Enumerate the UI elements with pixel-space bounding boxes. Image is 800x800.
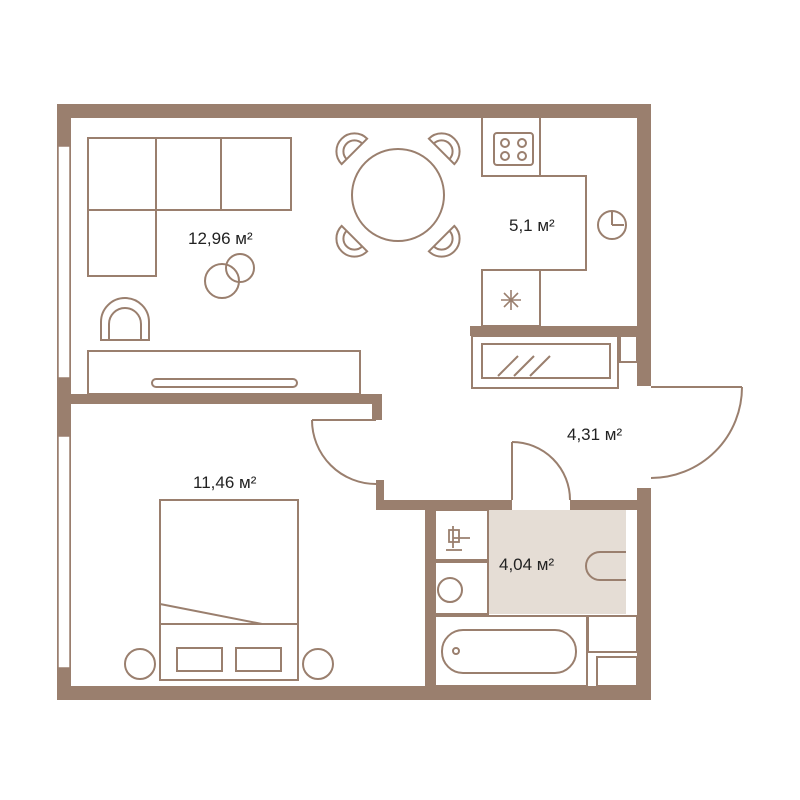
- blanket-fold: [159, 603, 298, 625]
- burner-4: [517, 151, 527, 161]
- shaft-icon: [619, 335, 638, 363]
- armchair-icon: [100, 297, 150, 341]
- area-label-living: 12,96 м²: [188, 229, 253, 248]
- wardrobe-icon: [471, 335, 638, 389]
- nightstand-icon-2: [302, 648, 334, 680]
- bed-icon: [159, 499, 299, 681]
- wall-partition-stub: [372, 394, 382, 420]
- window-bedroom: [57, 435, 71, 669]
- bath-shelf: [587, 615, 638, 653]
- bedroom-furniture: [124, 499, 334, 681]
- sofa-chaise-icon: [87, 209, 157, 277]
- area-label-hall: 4,31 м²: [567, 425, 622, 444]
- window-living: [57, 145, 71, 379]
- shaft-icon-bath: [596, 656, 638, 687]
- wall-bedroom-bath: [425, 500, 435, 700]
- wall-bath-top-left: [376, 500, 512, 510]
- pillow-icon-2: [235, 647, 282, 672]
- bathtub-drain: [452, 647, 460, 655]
- toilet-icon: [585, 551, 626, 581]
- cooktop-icon: [493, 132, 534, 166]
- wall-top: [57, 104, 651, 118]
- shower-mixer-box: [434, 509, 489, 561]
- burner-1: [500, 138, 510, 148]
- armchair-seat: [108, 307, 142, 340]
- chair-icon-bottom-right: [427, 224, 461, 258]
- bathtub-icon: [434, 615, 588, 687]
- fridge-snowflake-icon: [501, 290, 521, 310]
- bathroom-door-swing: [511, 441, 571, 501]
- bathroom-highlight: [488, 510, 626, 614]
- living-furniture: [87, 137, 361, 395]
- bathroom-fixtures: [434, 509, 638, 687]
- tv-icon: [151, 378, 298, 388]
- washer-box: [434, 561, 489, 615]
- wall-living-bedroom: [57, 394, 382, 404]
- kitchen-furniture: [481, 118, 627, 327]
- chair-icon-bottom-left: [335, 224, 369, 258]
- wall-bottom: [57, 686, 651, 700]
- fridge-icon: [481, 269, 541, 327]
- area-label-bathroom: 4,04 м²: [499, 555, 554, 574]
- wall-right-upper: [637, 104, 651, 386]
- pillow-icon-1: [176, 647, 223, 672]
- washing-machine-icon: [437, 577, 463, 603]
- windows-left: [57, 145, 71, 669]
- chair-icon-top-right: [427, 132, 461, 166]
- area-label-kitchen: 5,1 м²: [509, 216, 555, 235]
- dining-table-icon: [351, 148, 445, 242]
- wall-right-lower: [637, 488, 651, 700]
- area-label-bedroom: 11,46 м²: [193, 473, 257, 492]
- entrance-door-swing: [650, 386, 743, 479]
- nightstand-icon-1: [124, 648, 156, 680]
- dining-set: [335, 132, 461, 258]
- wall-kitchen-bottom: [470, 326, 650, 336]
- burner-2: [517, 138, 527, 148]
- chair-icon-top-left: [335, 132, 369, 166]
- doors: [311, 386, 743, 501]
- wall-hall-stub: [376, 480, 384, 510]
- pouf-icon-2: [225, 253, 255, 283]
- burner-3: [500, 151, 510, 161]
- bedroom-door-swing: [311, 419, 377, 485]
- sofa-icon: [87, 137, 292, 211]
- tv-cabinet-icon: [87, 350, 361, 395]
- faucet-icon: [446, 526, 470, 551]
- wall-bath-top-right: [570, 500, 642, 510]
- bathtub-basin: [441, 629, 577, 674]
